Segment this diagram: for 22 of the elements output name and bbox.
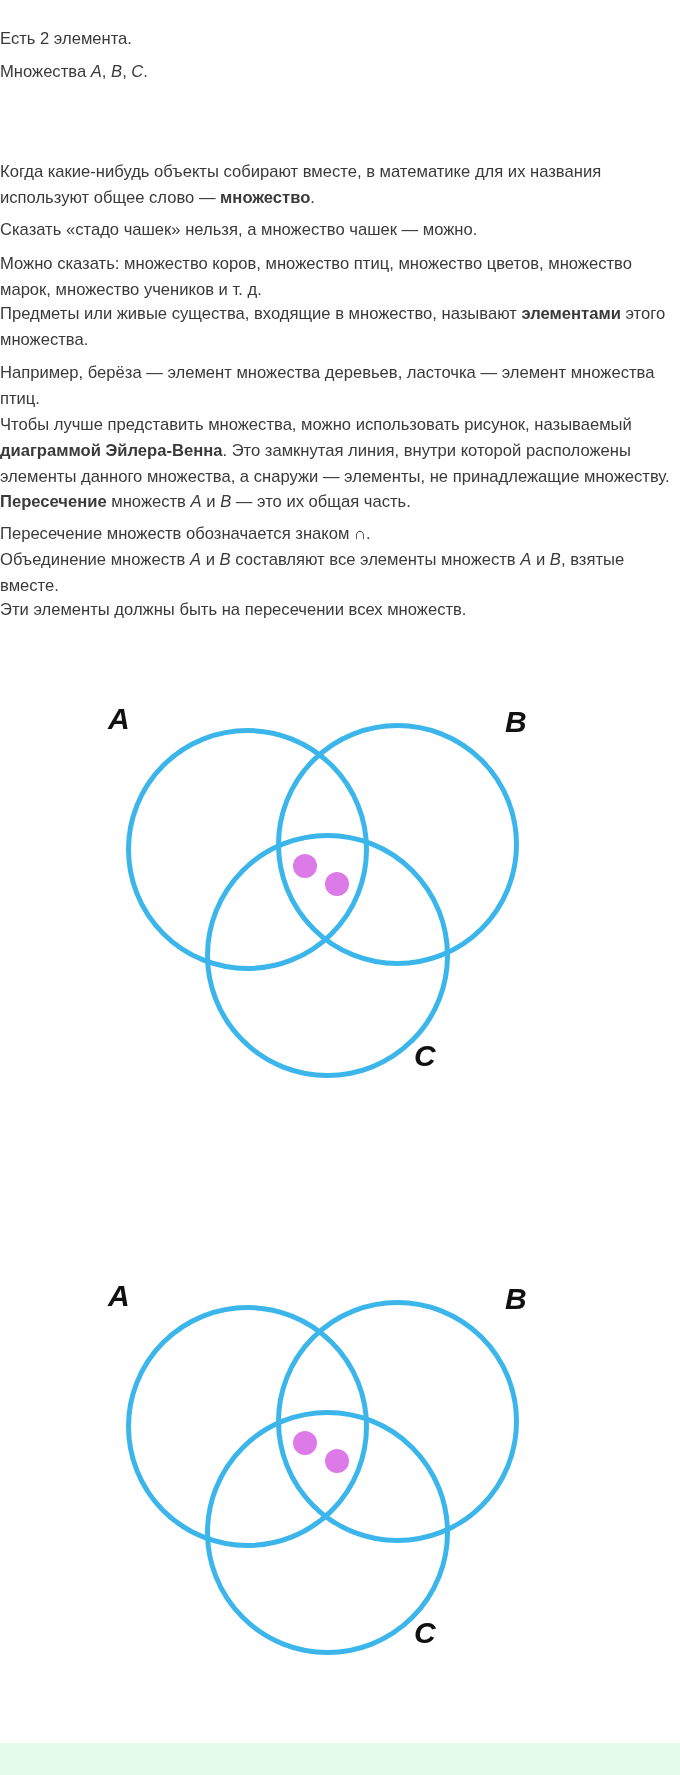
- element-dot: [293, 1431, 317, 1455]
- paragraph: Пересечение множеств обозначается знаком ∩.: [0, 523, 372, 545]
- paragraph: Пересечение множеств A и B — это их общая часть.: [0, 491, 412, 513]
- set-label: C: [414, 1618, 436, 1648]
- paragraph: Сказать «стадо чашек» нельзя, а множество чашек — можно.: [0, 219, 479, 241]
- paragraph: Есть 2 элемента.: [0, 28, 133, 50]
- set-label: A: [108, 1281, 130, 1311]
- paragraph: Эти элементы должны быть на пересечении всех множеств.: [0, 599, 468, 621]
- paragraph: Можно сказать: множество коров, множество птиц, множество цветов, множество марок, множество учеников и т. д.: [0, 253, 633, 301]
- paragraph: Объединение множеств A и B составляют все элементы множеств A и B, взятые вместе.: [0, 549, 626, 597]
- paragraph: Чтобы лучше представить множества, можно использовать рисунок, называемый диаграммой Эйлера-Венна. Это замкнутая линия, внутри которой расположены элементы данного множества, а снаружи — элементы, не принадлежащие множеству.: [0, 414, 671, 488]
- element-dot: [325, 872, 349, 896]
- paragraph: Например, берёза — элемент множества деревьев, ласточка — элемент множества птиц.: [0, 362, 656, 410]
- paragraph: Когда какие-нибудь объекты собирают вместе, в математике для их названия используют общее слово — множество.: [0, 161, 603, 209]
- set-label: C: [414, 1041, 436, 1071]
- paragraph: Предметы или живые существа, входящие в множество, называют элементами этого множества.: [0, 303, 667, 351]
- element-dot: [293, 854, 317, 878]
- element-dot: [325, 1449, 349, 1473]
- set-label: A: [108, 704, 130, 734]
- set-label: B: [505, 707, 527, 737]
- paragraph: Множества A, B, C.: [0, 61, 149, 83]
- set-label: B: [505, 1284, 527, 1314]
